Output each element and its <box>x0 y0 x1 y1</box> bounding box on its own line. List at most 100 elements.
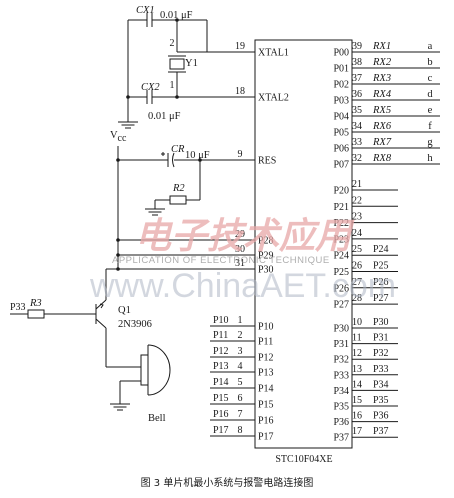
pin-number: 38 <box>352 57 362 68</box>
pin-number: 24 <box>352 228 362 239</box>
pin-number: 36 <box>352 89 362 100</box>
cr-plate-curved <box>172 152 175 168</box>
cx1-value: 0.01 μF <box>160 10 193 21</box>
net-label-p11: P11 <box>213 330 228 341</box>
terminal-label-a: a <box>428 41 433 52</box>
net-label-rx6: RX6 <box>372 121 392 132</box>
cx1-ref: CX1 <box>136 5 155 16</box>
net-label-rx7: RX7 <box>372 137 392 148</box>
pin-number: 13 <box>352 364 362 375</box>
pin-name-p14: P14 <box>258 384 274 395</box>
pin-name-p22: P22 <box>333 218 349 229</box>
net-label-p36: P36 <box>373 411 389 422</box>
net-label-p12: P12 <box>213 346 229 357</box>
net-label-rx2: RX2 <box>372 57 392 68</box>
y1-ref: Y1 <box>185 58 198 69</box>
pin-name-p24: P24 <box>333 251 349 262</box>
q1-arrow <box>99 303 104 309</box>
pin-number: 22 <box>352 195 362 206</box>
pin-number: 3 <box>238 346 243 357</box>
junction-dot <box>198 158 202 162</box>
pin-name-p29: P29 <box>258 251 274 262</box>
net-label-p15: P15 <box>213 393 229 404</box>
pin-number: 7 <box>238 409 243 420</box>
crystal-body <box>169 58 185 70</box>
pin-name-p13: P13 <box>258 368 274 379</box>
cr-value: 10 μF <box>185 150 210 161</box>
pin-number: 19 <box>235 41 245 52</box>
pin-name-p23: P23 <box>333 234 349 245</box>
net-label-p14: P14 <box>213 377 229 388</box>
pin-number: 18 <box>235 86 245 97</box>
watermark-chinese: 电子技术应用 <box>135 215 355 257</box>
pin-number: 16 <box>352 411 362 422</box>
pin-number: 2 <box>238 330 243 341</box>
wiring <box>10 13 353 449</box>
net-label-p30: P30 <box>373 317 389 328</box>
net-label-p34: P34 <box>373 379 389 390</box>
pin-name-p03: P03 <box>333 96 349 107</box>
pin-name-p30: P30 <box>258 265 274 276</box>
pin-number: 15 <box>352 395 362 406</box>
pin-name-p04: P04 <box>333 112 349 123</box>
pin-number: 34 <box>352 121 362 132</box>
cr-ref: CR <box>171 144 185 155</box>
net-label-p17: P17 <box>213 425 229 436</box>
net-label-rx1: RX1 <box>372 41 391 52</box>
pin-number: 27 <box>352 277 362 288</box>
pin-name-p33: P33 <box>333 370 349 381</box>
watermark-url: www.ChinaAET.com <box>89 267 396 305</box>
net-label-p31: P31 <box>373 333 389 344</box>
pin-number: 21 <box>352 179 362 190</box>
r3-ref: R3 <box>29 298 42 309</box>
r3-resistor <box>27 309 45 319</box>
pin-name-p16: P16 <box>258 416 274 427</box>
pin-number: 39 <box>352 41 362 52</box>
pin-name-p00: P00 <box>333 48 349 59</box>
bell-dome <box>147 344 171 396</box>
net-label-p26: P26 <box>373 277 389 288</box>
pin-number: 29 <box>235 229 245 240</box>
ground-symbols <box>110 118 165 411</box>
net-label-rx8: RX8 <box>372 153 392 164</box>
pin-name-p20: P20 <box>333 186 349 197</box>
junction-dot <box>116 238 120 242</box>
pin-name-p31: P31 <box>333 339 349 350</box>
pin-number: 32 <box>352 153 362 164</box>
pin-name-p36: P36 <box>333 417 349 428</box>
pin-name-p37: P37 <box>333 433 349 444</box>
pin-name-p34: P34 <box>333 386 349 397</box>
pin-number: 28 <box>352 293 362 304</box>
pin-number: 17 <box>352 426 362 437</box>
pin-name-p15: P15 <box>258 400 274 411</box>
pin-name-xtal1: XTAL1 <box>258 48 289 59</box>
pin-name-p32: P32 <box>333 355 349 366</box>
pin-name-p06: P06 <box>333 144 349 155</box>
terminal-label-d: d <box>427 89 433 100</box>
watermark-english: APPLICATION OF ELECTRONIC TECHNIQUE <box>112 255 330 266</box>
watermark: 电子技术应用 APPLICATION OF ELECTRONIC TECHNIQ… <box>89 215 396 305</box>
pin-name-p01: P01 <box>333 64 349 75</box>
vcc-label: V <box>110 130 118 141</box>
pin-number: 35 <box>352 105 362 116</box>
bell-body <box>140 354 149 386</box>
pin-number: 10 <box>352 317 362 328</box>
junction-dot <box>116 253 120 257</box>
terminal-label-e: e <box>428 105 433 116</box>
net-label-p27: P27 <box>373 293 389 304</box>
pin-name-p26: P26 <box>333 283 349 294</box>
pin-number: 31 <box>235 258 245 269</box>
junction-dot <box>175 95 179 99</box>
pin-name-p27: P27 <box>333 300 349 311</box>
pin-number: 26 <box>352 261 362 272</box>
net-label-p35: P35 <box>373 395 389 406</box>
junction-dot <box>175 18 179 22</box>
net-label-p25: P25 <box>373 261 389 272</box>
pin-number: 9 <box>238 149 243 160</box>
pin-name-p05: P05 <box>333 128 349 139</box>
pin-name-p07: P07 <box>333 160 349 171</box>
net-label-rx5: RX5 <box>372 105 391 116</box>
pin-name-p21: P21 <box>333 202 349 213</box>
net-label-p33: P33 <box>373 364 389 375</box>
